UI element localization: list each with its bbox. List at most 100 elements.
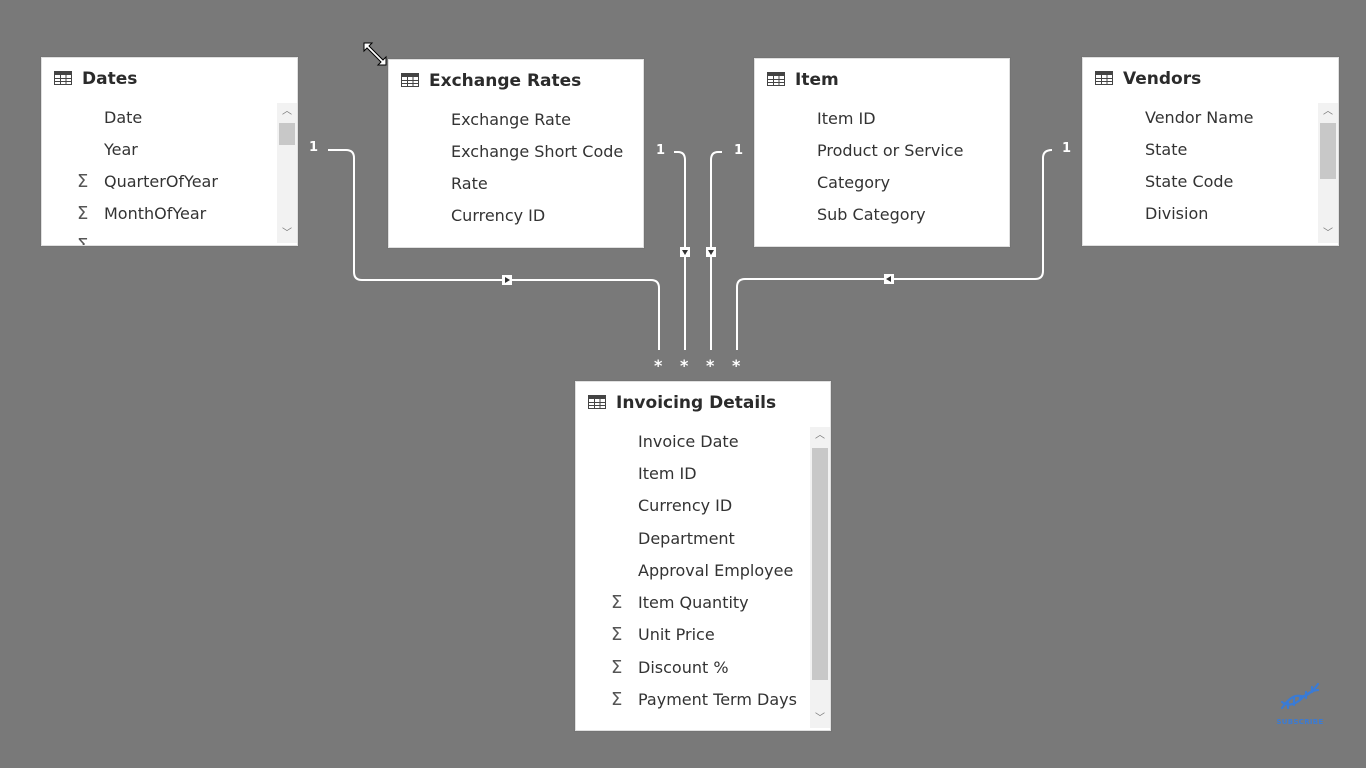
field-label: State — [1145, 140, 1188, 159]
scroll-up-icon[interactable]: ︿ — [815, 430, 825, 441]
field-row[interactable]: Currency ID — [389, 201, 623, 233]
sigma-icon: Σ — [611, 689, 623, 710]
field-label: Currency ID — [451, 206, 546, 225]
field-label: Invoice Date — [638, 432, 739, 451]
field-label: Discount % — [638, 658, 729, 677]
scroll-down-icon[interactable]: ﹀ — [282, 228, 292, 239]
field-row[interactable]: Product or Service — [755, 136, 989, 168]
field-label: Item Quantity — [638, 593, 749, 612]
resize-diagonal-cursor-icon — [363, 42, 387, 66]
field-row[interactable]: Sub Category — [755, 200, 989, 232]
field-row[interactable]: Item ID — [576, 459, 810, 491]
field-row[interactable]: Currency ID — [576, 491, 810, 523]
field-label: Vendor Name — [1145, 108, 1254, 127]
sigma-icon: Σ — [611, 624, 623, 645]
scroll-thumb[interactable] — [279, 123, 295, 145]
sigma-icon: Σ — [77, 235, 89, 246]
field-label: Date — [104, 108, 143, 127]
cardinality-many-exchange: * — [680, 356, 689, 375]
field-label: MonthOfYear — [104, 204, 207, 223]
table-title: Invoicing Details — [616, 393, 777, 413]
field-list: Invoice Date Item ID Currency ID Departm… — [576, 427, 830, 730]
table-header-dates[interactable]: Dates — [42, 58, 297, 102]
field-row[interactable]: Category — [755, 168, 989, 200]
relationship-exchange-invoicing[interactable] — [674, 151, 686, 350]
table-card-vendors[interactable]: Vendors Vendor Name State State Code Div… — [1082, 57, 1339, 246]
table-title: Vendors — [1123, 69, 1202, 89]
field-label: Department — [638, 529, 735, 548]
field-row[interactable]: Date — [42, 103, 277, 135]
filter-direction-markers — [502, 247, 894, 285]
table-header-vendors[interactable]: Vendors — [1083, 58, 1338, 102]
field-row[interactable]: Σ Discount % — [576, 653, 810, 685]
scroll-down-icon[interactable]: ﹀ — [1323, 228, 1333, 239]
field-row[interactable]: Σ Unit Price — [576, 620, 810, 652]
table-card-dates[interactable]: Dates Date Year Σ QuarterOfYear Σ MonthO… — [41, 57, 298, 246]
cardinality-one-dates: 1 — [309, 140, 319, 155]
field-label: Payment Term Days — [638, 690, 797, 709]
table-grid-icon — [1095, 71, 1113, 85]
scroll-thumb[interactable] — [1320, 123, 1336, 179]
field-row[interactable]: Rate — [389, 169, 623, 201]
field-label: Rate — [451, 174, 488, 193]
field-row-partial[interactable]: Σ — [42, 231, 277, 246]
table-card-item[interactable]: Item Item ID Product or Service Category… — [754, 58, 1010, 247]
field-label: QuarterOfYear — [104, 172, 218, 191]
cardinality-one-exchange: 1 — [656, 143, 666, 158]
table-header-item[interactable]: Item — [755, 59, 1009, 103]
field-row[interactable]: Vendor Name — [1083, 103, 1318, 135]
cardinality-many-vendors: * — [732, 356, 741, 375]
table-title: Item — [795, 70, 839, 90]
field-row[interactable]: Year — [42, 135, 277, 167]
cardinality-one-vendors: 1 — [1062, 141, 1072, 156]
table-title: Exchange Rates — [429, 71, 582, 91]
field-row[interactable]: Division — [1083, 199, 1318, 231]
table-header-invoicing-details[interactable]: Invoicing Details — [576, 382, 830, 426]
relationship-item-invoicing[interactable] — [710, 151, 722, 350]
field-label: Item ID — [817, 109, 876, 128]
sigma-icon: Σ — [77, 203, 89, 224]
subscribe-logo[interactable]: SUBSCRIBE — [1270, 676, 1330, 730]
scroll-up-icon[interactable]: ︿ — [1323, 106, 1333, 117]
table-card-exchange-rates[interactable]: Exchange Rates Exchange Rate Exchange Sh… — [388, 59, 644, 248]
sigma-icon: Σ — [611, 592, 623, 613]
table-header-exchange-rates[interactable]: Exchange Rates — [389, 60, 643, 104]
field-row[interactable]: Σ Payment Term Days — [576, 685, 810, 717]
scroll-up-icon[interactable]: ︿ — [282, 106, 292, 117]
field-row[interactable]: Item ID — [755, 104, 989, 136]
field-label: Approval Employee — [638, 561, 794, 580]
field-row[interactable]: Σ MonthOfYear — [42, 199, 277, 231]
subscribe-dna-icon — [1280, 682, 1320, 710]
field-row[interactable]: Σ Item Quantity — [576, 588, 810, 620]
table-title: Dates — [82, 69, 138, 89]
field-label: Category — [817, 173, 891, 192]
field-row[interactable]: Exchange Short Code — [389, 137, 623, 169]
field-label: Product or Service — [817, 141, 964, 160]
field-row[interactable]: Σ QuarterOfYear — [42, 167, 277, 199]
field-label: Currency ID — [638, 496, 733, 515]
field-row[interactable]: State Code — [1083, 167, 1318, 199]
cardinality-one-item: 1 — [734, 143, 744, 158]
table-card-invoicing-details[interactable]: Invoicing Details Invoice Date Item ID C… — [575, 381, 831, 731]
field-list: Exchange Rate Exchange Short Code Rate C… — [389, 105, 643, 247]
table-grid-icon — [401, 73, 419, 87]
field-row[interactable]: State — [1083, 135, 1318, 167]
sigma-icon: Σ — [77, 171, 89, 192]
field-row[interactable]: Exchange Rate — [389, 105, 623, 137]
field-row[interactable]: Invoice Date — [576, 427, 810, 459]
field-label: Unit Price — [638, 625, 715, 644]
scrollbar[interactable]: ︿ ﹀ — [810, 427, 830, 728]
field-label: Item ID — [638, 464, 697, 483]
field-row[interactable]: Approval Employee — [576, 556, 810, 588]
field-label: Sub Category — [817, 205, 926, 224]
relationship-vendors-invoicing[interactable] — [736, 149, 1053, 350]
field-label: Year — [104, 140, 138, 159]
relationship-dates-invoicing[interactable] — [328, 149, 660, 350]
scrollbar[interactable]: ︿ ﹀ — [1318, 103, 1338, 243]
field-row[interactable]: Department — [576, 524, 810, 556]
scroll-thumb[interactable] — [812, 448, 828, 680]
scrollbar[interactable]: ︿ ﹀ — [277, 103, 297, 243]
table-grid-icon — [588, 395, 606, 409]
scroll-down-icon[interactable]: ﹀ — [815, 713, 825, 724]
